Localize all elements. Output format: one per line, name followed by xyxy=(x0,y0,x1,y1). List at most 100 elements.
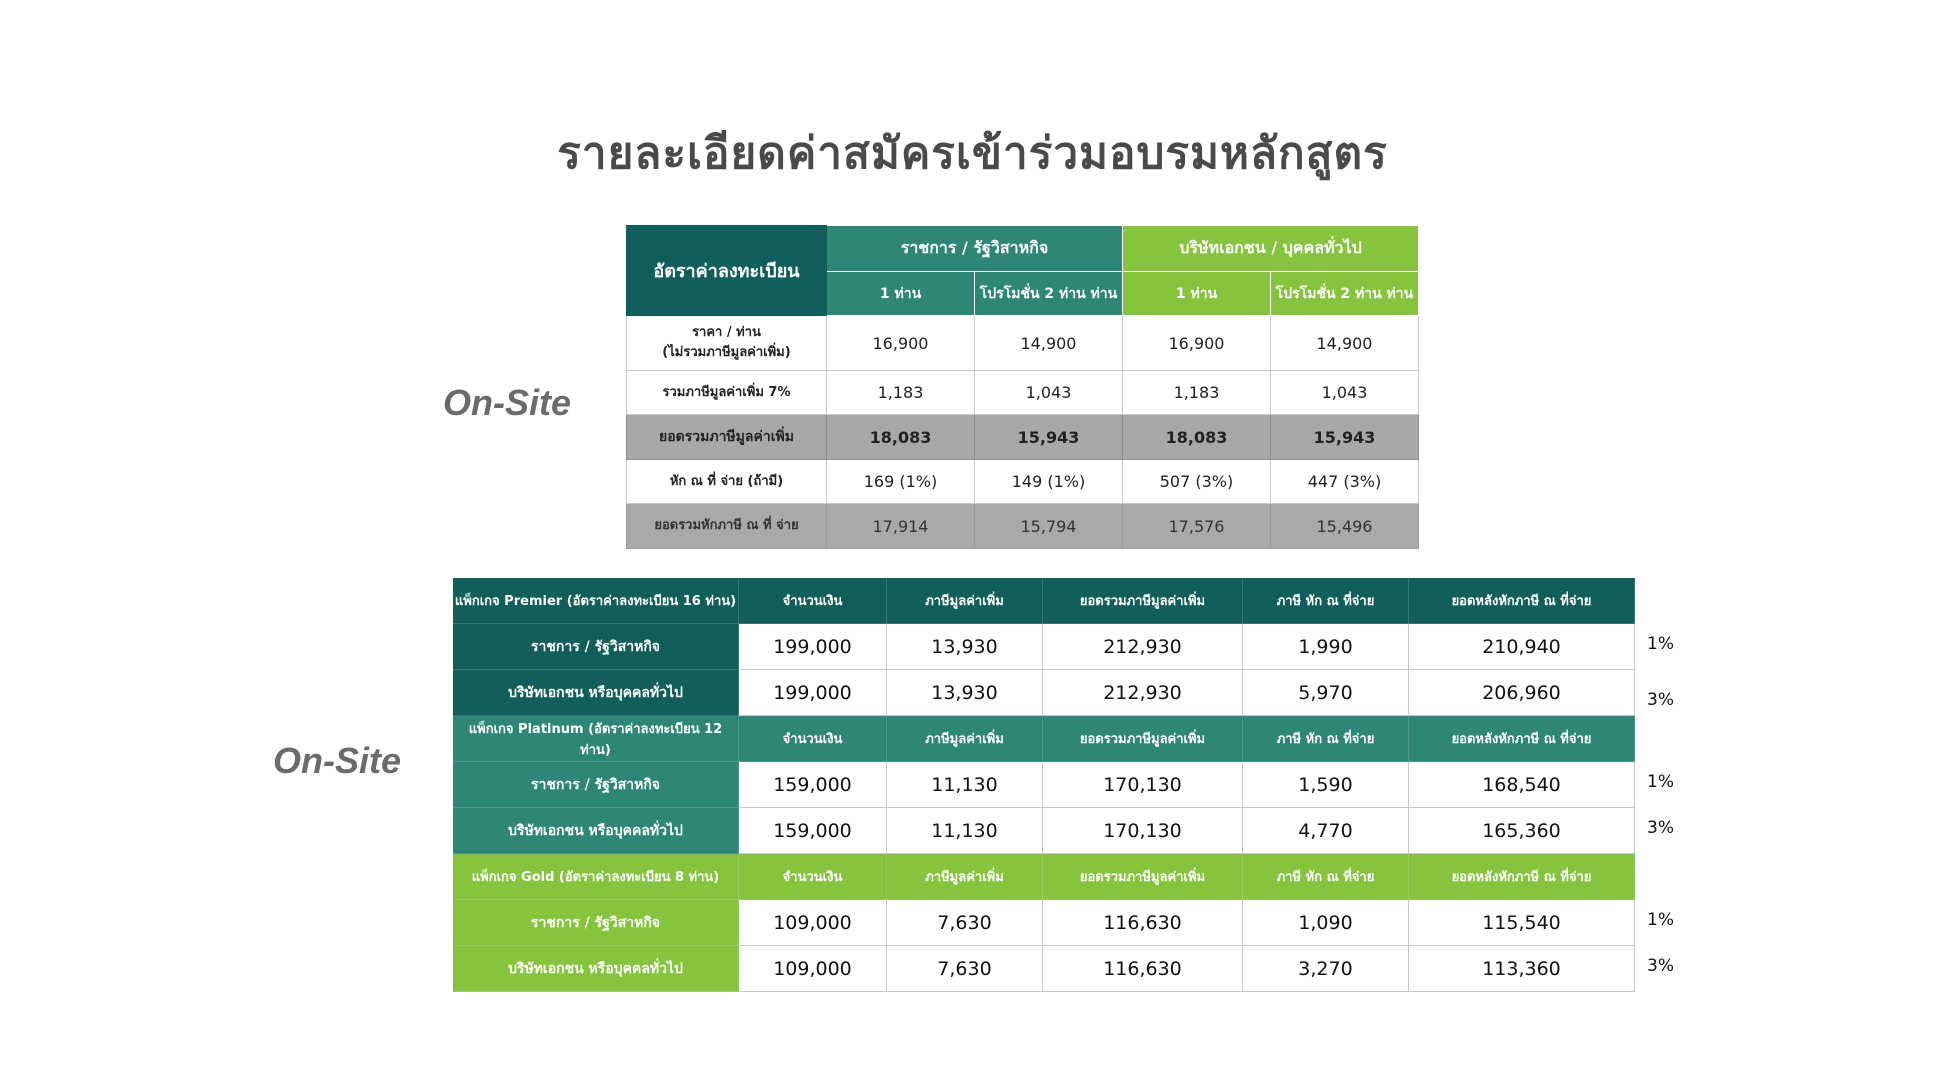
cell-value: 1,590 xyxy=(1242,761,1409,808)
cell-value: 169 (1%) xyxy=(826,459,975,504)
cell-value: 507 (3%) xyxy=(1122,459,1271,504)
cell-value: 11,130 xyxy=(886,807,1043,854)
cell-value: 3,270 xyxy=(1242,945,1409,992)
subheader-private-1: 1 ท่าน xyxy=(1122,271,1271,316)
subheader-gov-1: 1 ท่าน xyxy=(826,271,975,316)
cell-value: 17,576 xyxy=(1122,503,1271,549)
cell-value: 13,930 xyxy=(886,669,1043,716)
table-row: บริษัทเอกชน หรือบุคคลทั่วไป 109,000 7,63… xyxy=(452,945,1715,992)
column-header: ยอดหลังหักภาษี ณ ที่จ่าย xyxy=(1408,853,1635,900)
cell-value: 17,914 xyxy=(826,503,975,549)
cell-value: 16,900 xyxy=(826,315,975,371)
cell-value: 7,630 xyxy=(886,945,1043,992)
cell-value: 13,930 xyxy=(886,623,1043,670)
cell-value: 16,900 xyxy=(1122,315,1271,371)
table-row: ราชการ / รัฐวิสาหกิจ 109,000 7,630 116,6… xyxy=(452,899,1715,946)
package-name: แพ็กเกจ Premier (อัตราค่าลงทะเบียน 16 ท่… xyxy=(452,577,739,624)
column-header: ยอดหลังหักภาษี ณ ที่จ่าย xyxy=(1408,577,1635,624)
registration-rate-table: อัตราค่าลงทะเบียน ราชการ / รัฐวิสาหกิจ บ… xyxy=(626,225,1419,549)
row-label: ยอดรวมภาษีมูลค่าเพิ่ม xyxy=(626,414,827,460)
withholding-rate: 3% xyxy=(1634,945,1715,992)
withholding-rate: 1% xyxy=(1634,623,1715,670)
package-name: แพ็กเกจ Gold (อัตราค่าลงทะเบียน 8 ท่าน) xyxy=(452,853,739,900)
package-header-platinum: แพ็กเกจ Platinum (อัตราค่าลงทะเบียน 12 ท… xyxy=(452,715,1715,762)
cell-value: 210,940 xyxy=(1408,623,1635,670)
table-row: บริษัทเอกชน หรือบุคคลทั่วไป 199,000 13,9… xyxy=(452,669,1715,716)
column-header: ยอดหลังหักภาษี ณ ที่จ่าย xyxy=(1408,715,1635,762)
row-label: ราคา / ท่าน (ไม่รวมภาษีมูลค่าเพิ่ม) xyxy=(626,315,827,371)
cell-value: 113,360 xyxy=(1408,945,1635,992)
cell-value: 212,930 xyxy=(1042,669,1243,716)
row-label: ราชการ / รัฐวิสาหกิจ xyxy=(452,623,739,670)
table-row: บริษัทเอกชน หรือบุคคลทั่วไป 159,000 11,1… xyxy=(452,807,1715,854)
cell-value: 15,496 xyxy=(1270,503,1419,549)
withholding-rate: 1% xyxy=(1634,899,1715,946)
cell-value: 212,930 xyxy=(1042,623,1243,670)
column-header: จำนวนเงิน xyxy=(738,577,887,624)
row-label: บริษัทเอกชน หรือบุคคลทั่วไป xyxy=(452,669,739,716)
package-name: แพ็กเกจ Platinum (อัตราค่าลงทะเบียน 12 ท… xyxy=(452,715,739,762)
cell-value: 1,990 xyxy=(1242,623,1409,670)
column-header: ภาษีมูลค่าเพิ่ม xyxy=(886,577,1043,624)
cell-value: 199,000 xyxy=(738,623,887,670)
onsite-label-bottom: On-Site xyxy=(273,740,402,781)
cell-value: 149 (1%) xyxy=(974,459,1123,504)
row-label: ราชการ / รัฐวิสาหกิจ xyxy=(452,899,739,946)
cell-value: 109,000 xyxy=(738,945,887,992)
table-row: ราชการ / รัฐวิสาหกิจ 199,000 13,930 212,… xyxy=(452,623,1715,670)
subheader-private-2: โปรโมชั่น 2 ท่าน ท่าน xyxy=(1270,271,1419,316)
group-header-gov: ราชการ / รัฐวิสาหกิจ xyxy=(826,225,1123,272)
table-row: รวมภาษีมูลค่าเพิ่ม 7% 1,183 1,043 1,183 … xyxy=(626,370,1419,415)
withholding-rate: 1% xyxy=(1634,761,1715,808)
cell-value: 1,043 xyxy=(974,370,1123,415)
subheader-gov-2: โปรโมชั่น 2 ท่าน ท่าน xyxy=(974,271,1123,316)
table-row: ยอดรวมหักภาษี ณ ที่ จ่าย 17,914 15,794 1… xyxy=(626,503,1419,549)
cell-value: 109,000 xyxy=(738,899,887,946)
table-row: ราชการ / รัฐวิสาหกิจ 159,000 11,130 170,… xyxy=(452,761,1715,808)
cell-value: 15,943 xyxy=(974,414,1123,460)
package-rate-table: แพ็กเกจ Premier (อัตราค่าลงทะเบียน 16 ท่… xyxy=(452,577,1715,992)
package-header-gold: แพ็กเกจ Gold (อัตราค่าลงทะเบียน 8 ท่าน) … xyxy=(452,853,1715,900)
cell-value: 170,130 xyxy=(1042,807,1243,854)
cell-value: 7,630 xyxy=(886,899,1043,946)
cell-value: 159,000 xyxy=(738,761,887,808)
withholding-rate: 3% xyxy=(1634,669,1715,716)
column-header: ภาษี หัก ณ ที่จ่าย xyxy=(1242,577,1409,624)
cell-value: 18,083 xyxy=(826,414,975,460)
cell-value: 159,000 xyxy=(738,807,887,854)
page-title: รายละเอียดค่าสมัครเข้าร่วมอบรมหลักสูตร xyxy=(557,128,1388,179)
cell-value: 447 (3%) xyxy=(1270,459,1419,504)
table-row: ราคา / ท่าน (ไม่รวมภาษีมูลค่าเพิ่ม) 16,9… xyxy=(626,315,1419,371)
cell-value: 170,130 xyxy=(1042,761,1243,808)
row-label: บริษัทเอกชน หรือบุคคลทั่วไป xyxy=(452,807,739,854)
column-header: ภาษีมูลค่าเพิ่ม xyxy=(886,715,1043,762)
row-label-line1: ราคา / ท่าน xyxy=(692,325,761,340)
cell-value: 116,630 xyxy=(1042,945,1243,992)
row-label: ยอดรวมหักภาษี ณ ที่ จ่าย xyxy=(626,503,827,549)
cell-value: 14,900 xyxy=(1270,315,1419,371)
row-label: ราชการ / รัฐวิสาหกิจ xyxy=(452,761,739,808)
cell-value: 1,090 xyxy=(1242,899,1409,946)
cell-value: 1,183 xyxy=(1122,370,1271,415)
cell-value: 199,000 xyxy=(738,669,887,716)
cell-value: 206,960 xyxy=(1408,669,1635,716)
column-header: ภาษี หัก ณ ที่จ่าย xyxy=(1242,715,1409,762)
cell-value: 1,183 xyxy=(826,370,975,415)
row-label-line2: (ไม่รวมภาษีมูลค่าเพิ่ม) xyxy=(662,345,791,360)
table-row: ยอดรวมภาษีมูลค่าเพิ่ม 18,083 15,943 18,0… xyxy=(626,414,1419,460)
column-header: ยอดรวมภาษีมูลค่าเพิ่ม xyxy=(1042,577,1243,624)
cell-value: 165,360 xyxy=(1408,807,1635,854)
row-label: บริษัทเอกชน หรือบุคคลทั่วไป xyxy=(452,945,739,992)
withholding-rate: 3% xyxy=(1634,807,1715,854)
cell-value: 14,900 xyxy=(974,315,1123,371)
cell-value: 18,083 xyxy=(1122,414,1271,460)
column-header: ยอดรวมภาษีมูลค่าเพิ่ม xyxy=(1042,715,1243,762)
row-label: หัก ณ ที่ จ่าย (ถ้ามี) xyxy=(626,459,827,504)
column-header: ภาษีมูลค่าเพิ่ม xyxy=(886,853,1043,900)
cell-value: 15,794 xyxy=(974,503,1123,549)
rate-table-corner: อัตราค่าลงทะเบียน xyxy=(626,225,827,316)
row-label: รวมภาษีมูลค่าเพิ่ม 7% xyxy=(626,370,827,415)
cell-value: 11,130 xyxy=(886,761,1043,808)
table-row: หัก ณ ที่ จ่าย (ถ้ามี) 169 (1%) 149 (1%)… xyxy=(626,459,1419,504)
cell-value: 4,770 xyxy=(1242,807,1409,854)
